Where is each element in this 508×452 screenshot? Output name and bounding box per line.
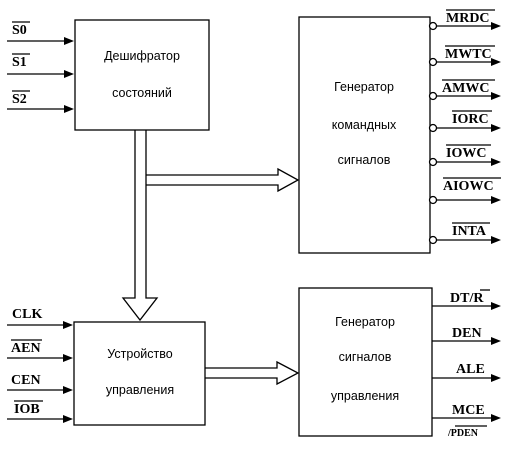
output-aiowc-label: AIOWC <box>443 179 494 194</box>
bus-control-unit-to-signal-generator <box>205 360 300 386</box>
output-inta-label: INTA <box>452 224 487 239</box>
status-inputs: S0 S1 S2 <box>7 21 74 113</box>
cmd-gen-title-line1: Генератор <box>334 80 394 94</box>
output-mrdc-label: MRDC <box>446 11 490 26</box>
output-inta: INTA <box>428 222 501 245</box>
input-s0-label: S0 <box>12 23 27 38</box>
input-s1: S1 <box>7 53 74 78</box>
status-decoder-block: Дешифратор состояний <box>74 19 210 131</box>
input-iob: IOB <box>7 400 73 423</box>
input-cen: CEN <box>7 373 73 394</box>
output-iowc: IOWC <box>428 144 501 167</box>
output-mce-pden: MCE /PDEN <box>432 403 501 439</box>
output-ale: ALE <box>432 362 501 382</box>
cmd-gen-title-line3: сигналов <box>338 153 391 167</box>
command-generator-block: Генератор командных сигналов <box>298 16 431 254</box>
control-signal-generator-block: Генератор сигналов управления <box>298 287 433 437</box>
output-dt-r-label: DT/R <box>450 291 484 306</box>
output-pden-label: /PDEN <box>447 428 479 439</box>
cmd-gen-title-line2: командных <box>332 118 397 132</box>
control-unit-title-line2: управления <box>106 383 174 397</box>
output-den-label: DEN <box>452 326 482 341</box>
output-mrdc: MRDC <box>428 9 501 31</box>
control-unit-title-line1: Устройство <box>107 347 172 361</box>
output-iowc-label: IOWC <box>446 146 486 161</box>
ctrl-gen-title-line1: Генератор <box>335 315 395 329</box>
output-mce-label: MCE <box>452 403 485 418</box>
output-mwtc: MWTC <box>428 45 501 67</box>
output-den: DEN <box>432 326 501 345</box>
output-amwc: AMWC <box>428 79 501 101</box>
output-dt-label: DT/ <box>450 291 474 306</box>
output-iorc: IORC <box>428 110 501 133</box>
input-aen: AEN <box>7 339 73 362</box>
control-outputs: DT/R DEN ALE MCE /PDEN <box>432 289 501 439</box>
input-s1-label: S1 <box>12 55 27 70</box>
input-cen-label: CEN <box>11 373 41 388</box>
output-amwc-label: AMWC <box>442 81 489 96</box>
command-outputs: MRDC MWTC AMWC IORC IOWC <box>428 9 501 245</box>
input-aen-label: AEN <box>11 341 41 356</box>
input-iob-label: IOB <box>14 402 40 417</box>
output-r-label: R <box>473 291 484 306</box>
output-mwtc-label: MWTC <box>445 47 492 62</box>
output-iorc-label: IORC <box>452 112 489 127</box>
input-clk-label: CLK <box>12 307 42 322</box>
input-s2: S2 <box>7 90 74 113</box>
decoder-title-line2: состояний <box>112 86 172 100</box>
input-clk: CLK <box>7 307 73 329</box>
bus-decoder-to-control-unit <box>121 130 159 322</box>
ctrl-gen-title-line2: сигналов <box>339 350 392 364</box>
bus-to-command-generator <box>146 167 300 193</box>
control-inputs: CLK AEN CEN IOB <box>7 307 73 423</box>
output-ale-label: ALE <box>456 362 485 377</box>
input-s0: S0 <box>7 21 74 45</box>
decoder-title-line1: Дешифратор <box>104 49 180 63</box>
output-dt-r: DT/R <box>432 289 501 310</box>
output-aiowc: AIOWC <box>428 177 501 205</box>
control-unit-block: Устройство управления <box>73 321 206 426</box>
ctrl-gen-title-line3: управления <box>331 389 399 403</box>
input-s2-label: S2 <box>12 92 27 107</box>
